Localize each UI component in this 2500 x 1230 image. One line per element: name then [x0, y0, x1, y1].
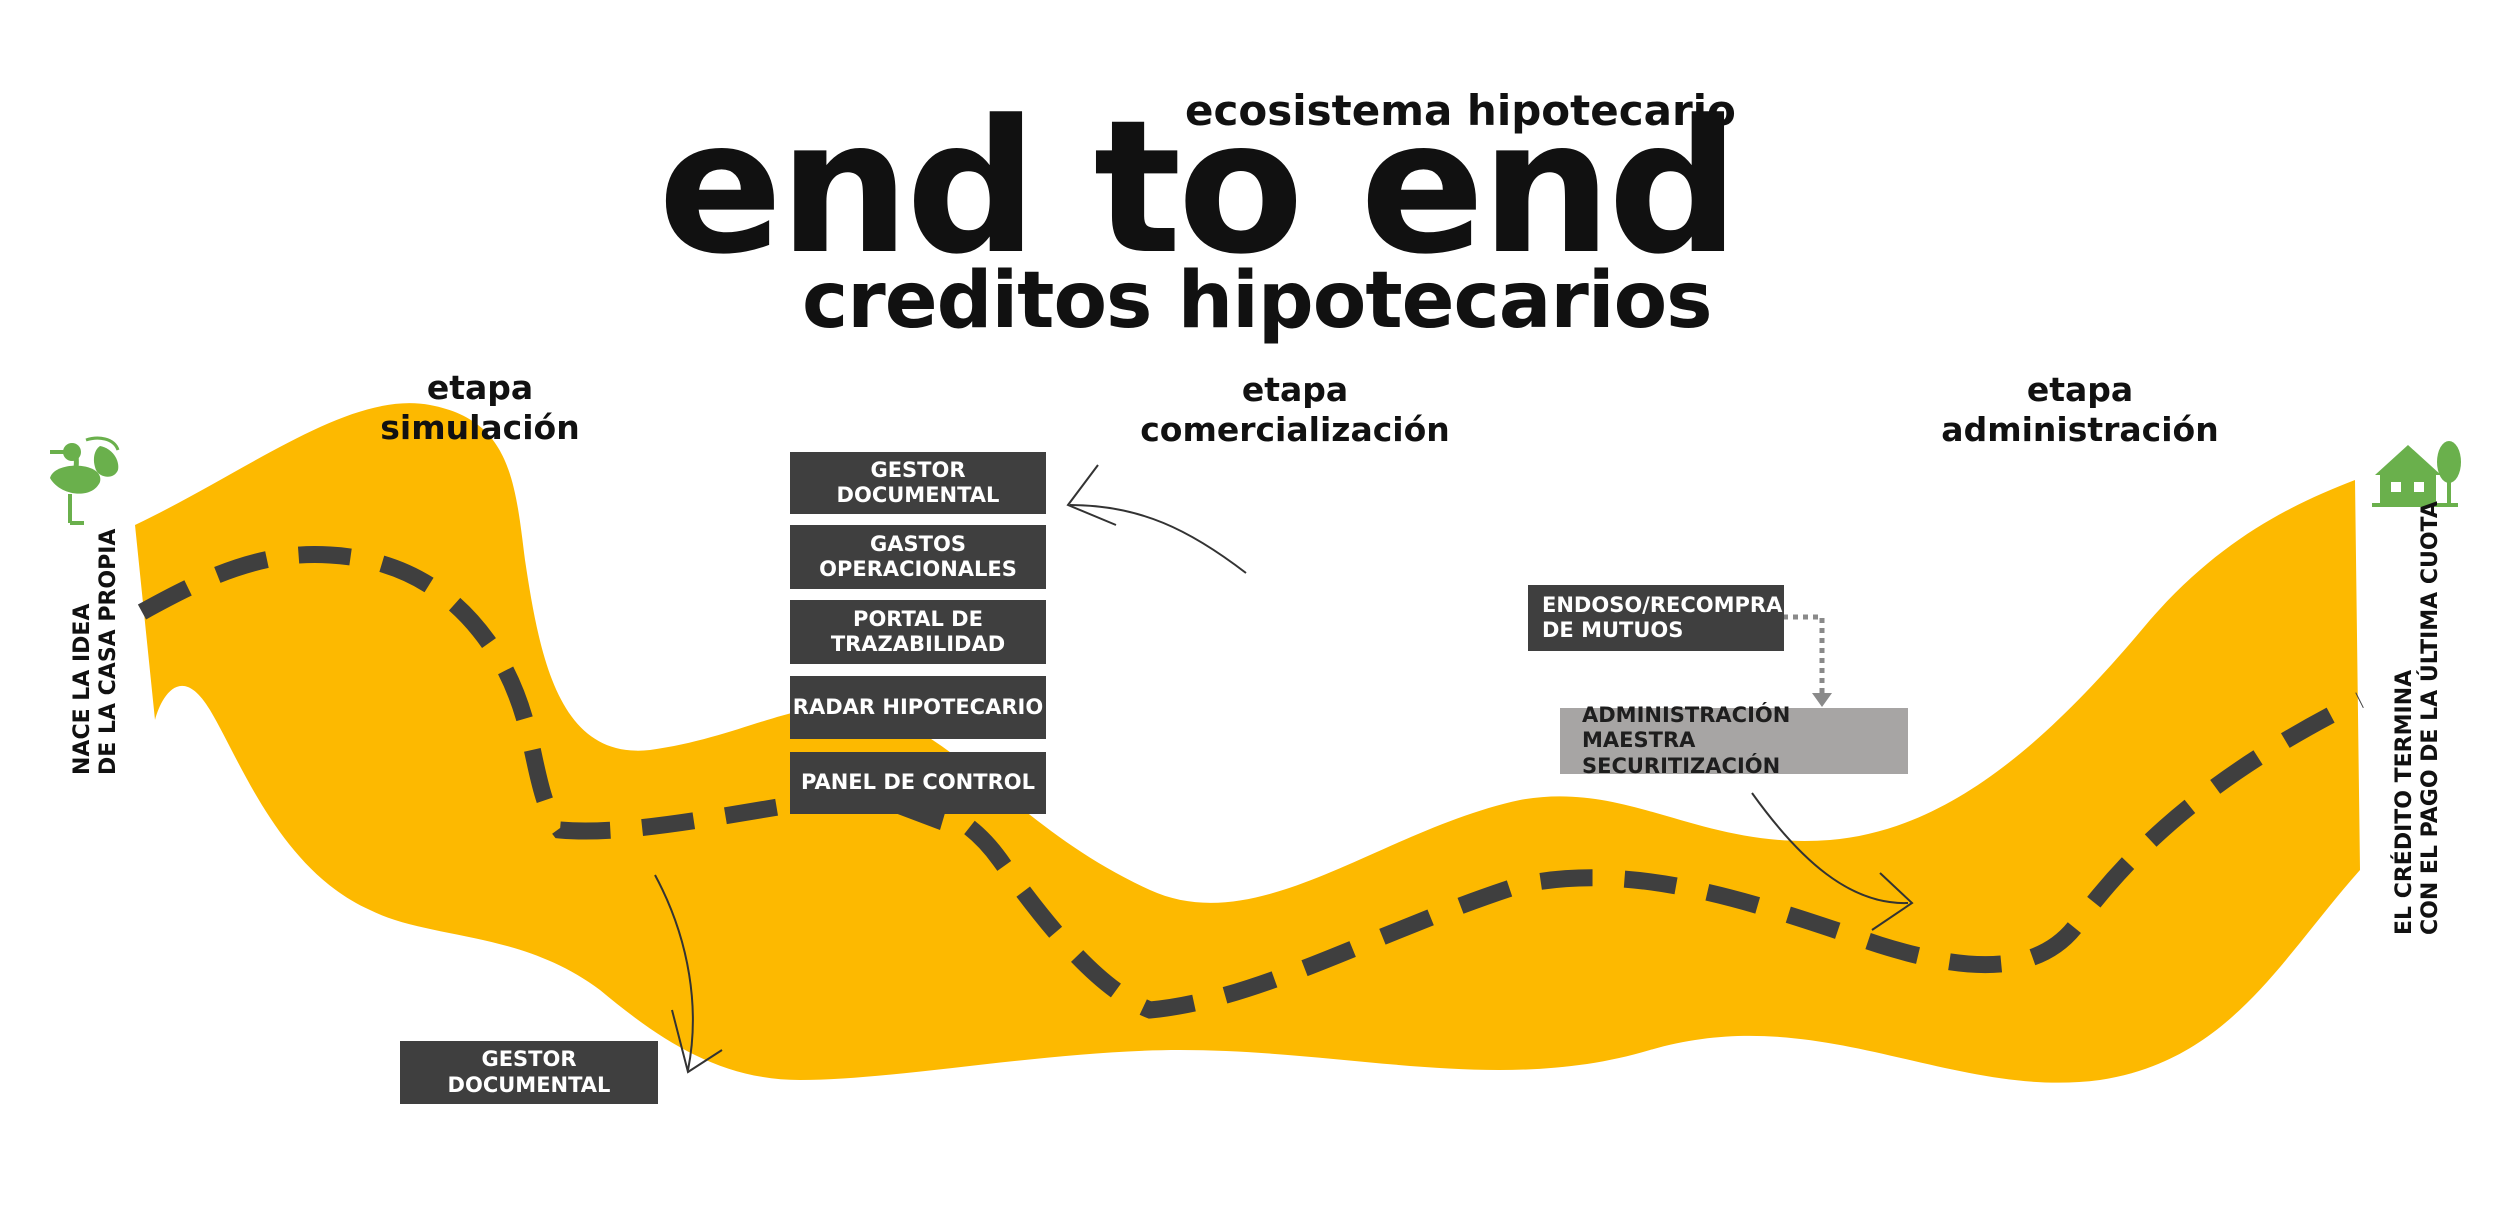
arrow-to-gestor-bottom-head [671, 1009, 723, 1074]
box-portal-line1: PORTAL DE [853, 606, 983, 631]
arrow-to-road-admin [1751, 792, 1909, 905]
stage-commercialization-line1: etapa [1241, 370, 1349, 409]
box-radar-hipotecario: RADAR HIPOTECARIO [790, 676, 1046, 739]
box-endoso-line1: ENDOSO/RECOMPRA [1542, 592, 1783, 617]
arrow-to-gestor-top-head [1066, 464, 1117, 526]
stage-simulation-line1: etapa [426, 368, 534, 407]
box-admin-line1: ADMINISTRACIÓN MAESTRA [1582, 703, 1791, 753]
subtitle-top: ecosistema hipotecario [1185, 86, 1736, 135]
stage-administration-line2: administración [1941, 410, 2219, 450]
arrow-to-gestor-top [1069, 504, 1247, 574]
box-endoso-line2: DE MUTUOS [1542, 618, 1684, 642]
arrow-to-road-admin-head [1871, 872, 1914, 931]
main-title: end to end [658, 81, 1739, 295]
house-with-tree-icon [2372, 441, 2461, 507]
box-portal-line2: TRAZABILIDAD [830, 632, 1006, 656]
box-admin-line2: SECURITIZACIÓN [1582, 753, 1781, 778]
box-gestor-documental-top: GESTOR DOCUMENTAL [790, 452, 1046, 514]
dotted-connector [1783, 614, 1825, 693]
box-gestor-documental-bottom: GESTOR DOCUMENTAL [400, 1041, 658, 1104]
stage-commercialization: etapa comercialización [1120, 370, 1470, 451]
arrow-to-gestor-bottom [654, 874, 694, 1071]
stork-with-baby-icon [50, 436, 120, 525]
road-center-line [137, 545, 2364, 1019]
box-gastos-line2: OPERACIONALES [819, 557, 1017, 581]
stage-administration-line1: etapa [2026, 370, 2134, 409]
box-panel-de-control: PANEL DE CONTROL [790, 752, 1046, 814]
stage-commercialization-line2: comercialización [1140, 410, 1450, 450]
stage-administration: etapa administración [1925, 370, 2235, 451]
subtitle-bottom: creditos hipotecarios [802, 256, 1713, 346]
stage-simulation: etapa simulación [355, 368, 605, 449]
box-gastos-line1: GASTOS [870, 531, 966, 556]
dotted-connector-head [1812, 693, 1832, 707]
stage-simulation-line2: simulación [380, 408, 580, 448]
